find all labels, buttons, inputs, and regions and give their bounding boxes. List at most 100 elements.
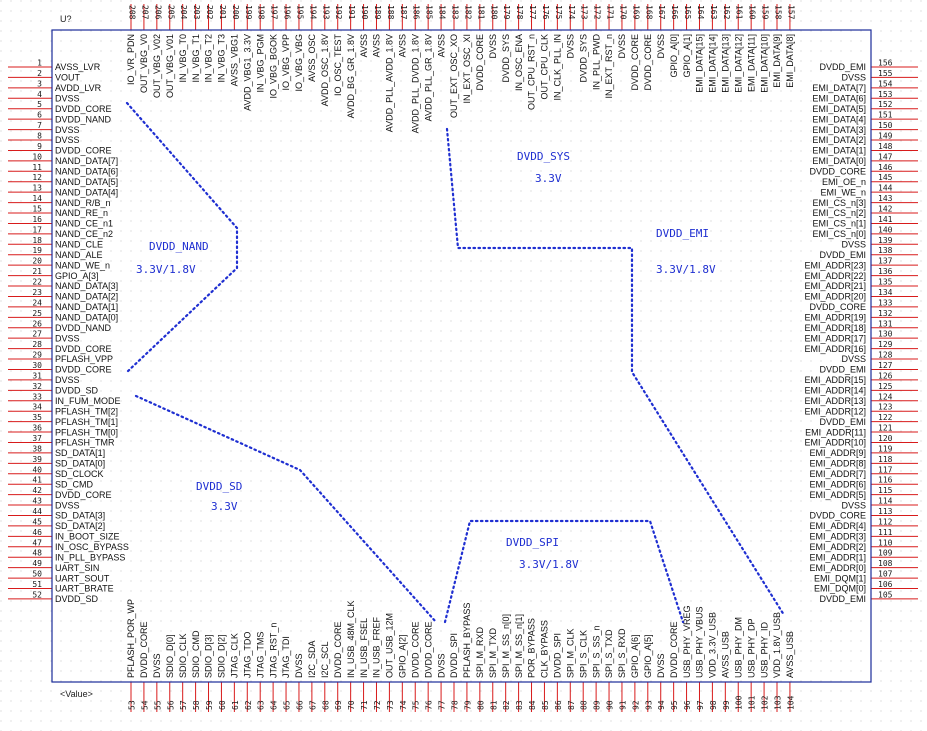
- pin-name-left-34: PFLASH_TM[2]: [55, 406, 118, 416]
- pin-number-top-206: 206: [153, 5, 162, 20]
- pin-name-left-20: NAND_WE_n: [55, 260, 110, 270]
- pin-name-top-170: DVSS: [617, 34, 627, 59]
- pin-name-right-120: EMI_ADDR[10]: [804, 438, 866, 448]
- pin-number-top-170: 170: [618, 5, 627, 20]
- pin-number-left-28: 28: [32, 340, 42, 349]
- pin-name-top-181: DVDD_CORE: [475, 34, 485, 91]
- pin-number-top-160: 160: [748, 5, 757, 20]
- pin-number-right-133: 133: [878, 298, 893, 307]
- pin-number-bottom-84: 84: [528, 700, 537, 710]
- pin-name-top-187: AVSS: [398, 34, 408, 57]
- domain-sys-name: DVDD_SYS: [517, 150, 570, 163]
- pin-number-right-114: 114: [878, 497, 893, 506]
- pin-name-right-129: EMI_ADDR[16]: [804, 344, 866, 354]
- pin-name-top-197: IO_VBG_BGOK: [268, 34, 278, 99]
- pin-number-top-159: 159: [761, 5, 770, 20]
- pin-name-left-19: NAND_ALE: [55, 250, 103, 260]
- pin-number-top-174: 174: [567, 5, 576, 20]
- pin-name-right-128: DVSS: [841, 354, 866, 364]
- pin-name-left-27: DVSS: [55, 333, 80, 343]
- pin-name-right-154: EMI_DATA[7]: [812, 83, 866, 93]
- pin-number-right-130: 130: [878, 330, 893, 339]
- sys-spi-boundary: [445, 127, 786, 617]
- pin-number-bottom-95: 95: [670, 700, 679, 710]
- pin-name-bottom-56: SDIO_D[0]: [165, 634, 175, 678]
- pin-number-left-13: 13: [32, 184, 42, 193]
- pin-number-left-6: 6: [37, 111, 42, 120]
- nand-boundary: [125, 101, 239, 374]
- pin-name-bottom-75: DVDD_CORE: [410, 621, 420, 678]
- pin-number-top-198: 198: [257, 5, 266, 20]
- pin-name-right-131: EMI_ADDR[18]: [804, 323, 866, 333]
- pin-name-left-38: SD_DATA[1]: [55, 448, 105, 458]
- pin-name-bottom-96: USB_PHY_VREG: [682, 605, 692, 678]
- pin-number-right-131: 131: [878, 319, 893, 328]
- pin-name-top-208: IO_VR_PDN: [126, 34, 136, 85]
- pin-name-left-8: DVSS: [55, 135, 80, 145]
- pin-number-right-128: 128: [878, 351, 893, 360]
- pin-number-right-126: 126: [878, 371, 893, 380]
- pin-name-right-114: DVSS: [841, 500, 866, 510]
- pin-number-left-23: 23: [32, 288, 42, 297]
- pin-number-top-203: 203: [192, 5, 201, 20]
- pin-number-right-122: 122: [878, 413, 893, 422]
- pin-name-bottom-89: SPI_S_SS_n: [591, 625, 601, 678]
- pin-number-right-139: 139: [878, 236, 893, 245]
- pin-name-left-28: DVDD_CORE: [55, 344, 112, 354]
- pin-name-left-48: IN_PLL_BYPASS: [55, 552, 125, 562]
- pin-name-bottom-64: JTAG_RST_n: [268, 623, 278, 678]
- pin-number-left-29: 29: [32, 351, 42, 360]
- pin-number-left-31: 31: [32, 371, 42, 380]
- value-field[interactable]: <Value>: [60, 689, 93, 699]
- domain-sys-voltage: 3.3V: [535, 172, 562, 185]
- pin-name-right-118: EMI_ADDR[8]: [809, 459, 866, 469]
- pin-name-bottom-70: IN_USB_48M_CLK: [346, 600, 356, 678]
- pin-number-top-185: 185: [425, 5, 434, 20]
- pin-number-top-200: 200: [231, 5, 240, 20]
- pin-name-left-24: NAND_DATA[1]: [55, 302, 118, 312]
- pin-name-right-124: EMI_ADDR[13]: [804, 396, 866, 406]
- pin-number-top-157: 157: [786, 5, 795, 20]
- pin-name-top-185: AVDD_PLL_GR_1.8V: [423, 34, 433, 121]
- pin-number-bottom-62: 62: [244, 700, 253, 710]
- pin-name-right-148: EMI_DATA[1]: [812, 146, 866, 156]
- pin-number-bottom-66: 66: [295, 700, 304, 710]
- pin-name-bottom-62: JTAG_TDO: [242, 632, 252, 678]
- pin-name-bottom-86: DVDD_SPI: [553, 633, 563, 678]
- pin-number-left-37: 37: [32, 434, 42, 443]
- pin-name-right-143: EMI_CS_n[3]: [812, 198, 866, 208]
- pin-name-bottom-93: GPIO_A[5]: [643, 634, 653, 678]
- pin-number-right-121: 121: [878, 424, 893, 433]
- pin-name-right-127: DVDD_EMI: [819, 365, 866, 375]
- pin-name-bottom-63: JTAG_TMS: [255, 632, 265, 678]
- pin-name-top-167: DVSS: [656, 34, 666, 59]
- pin-number-bottom-58: 58: [192, 700, 201, 710]
- pin-name-left-45: SD_DATA[2]: [55, 521, 105, 531]
- pin-name-left-13: NAND_DATA[4]: [55, 187, 118, 197]
- pin-name-top-169: DVDD_CORE: [630, 34, 640, 91]
- pin-name-bottom-61: JTAG_CLK: [230, 633, 240, 678]
- pin-number-left-15: 15: [32, 205, 42, 214]
- pin-number-left-41: 41: [32, 476, 42, 485]
- pin-name-bottom-95: DVDD_CORE: [669, 621, 679, 678]
- pin-number-left-22: 22: [32, 278, 42, 287]
- pin-number-bottom-61: 61: [231, 700, 240, 710]
- pin-name-top-205: OUT_VBG_V01: [165, 34, 175, 98]
- pin-name-top-198: IN_VBG_PGM: [255, 34, 265, 93]
- pin-name-bottom-79: PFLASH_BYPASS: [462, 603, 472, 678]
- pin-name-right-156: DVDD_EMI: [819, 62, 866, 72]
- pin-number-bottom-82: 82: [502, 700, 511, 710]
- domain-emi-name: DVDD_EMI: [656, 227, 709, 240]
- pin-name-bottom-67: I2C_SDA: [307, 640, 317, 678]
- pin-number-right-142: 142: [878, 205, 893, 214]
- pin-number-top-201: 201: [218, 5, 227, 20]
- component-body[interactable]: [51, 29, 872, 683]
- pin-name-right-140: EMI_CS_n[0]: [812, 229, 866, 239]
- pin-number-left-26: 26: [32, 319, 42, 328]
- pin-name-left-16: NAND_CE_n1: [55, 219, 113, 229]
- pin-number-top-195: 195: [295, 5, 304, 20]
- designator[interactable]: U?: [60, 14, 72, 24]
- pin-name-bottom-60: SDIO_D[2]: [217, 634, 227, 678]
- pin-number-top-208: 208: [128, 5, 137, 20]
